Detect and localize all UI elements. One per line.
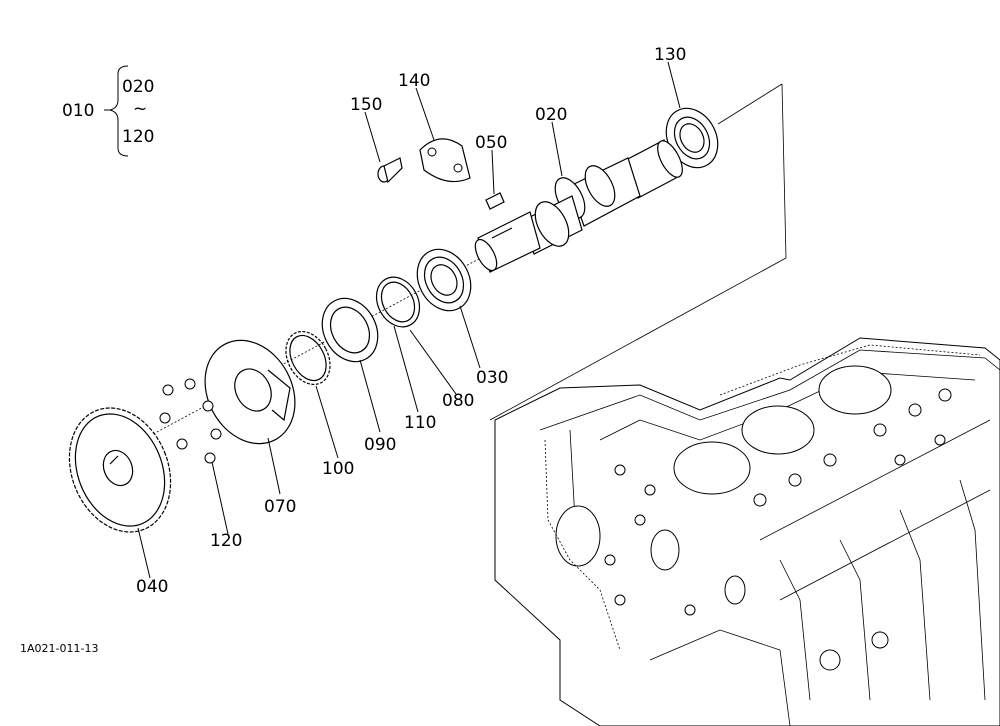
callout-080: 080 [442,391,474,411]
part-090-collar [321,297,379,363]
part-030-bearing [416,248,472,312]
callout-110: 110 [404,413,436,433]
label-range-start: 020 [122,77,154,97]
callout-070: 070 [264,497,296,517]
callout-090: 090 [364,435,396,455]
part-040-gear [68,407,172,533]
part-130-bearing [665,107,719,169]
part-140-thrust-plate [419,138,471,183]
callout-100: 100 [322,459,354,479]
figure-code: 1A021-011-13 [20,642,98,655]
callout-030: 030 [476,368,508,388]
callout-040: 040 [136,577,168,597]
callout-150: 150 [350,95,382,115]
label-assembly: 010 [62,101,94,121]
part-120-balls [159,378,222,464]
leader-lines [137,61,681,579]
part-050-key [485,192,505,210]
part-020-shaft [474,139,683,273]
callout-120: 120 [210,531,242,551]
part-070-spacer [204,339,296,445]
label-range-end: 120 [122,127,154,147]
callout-140: 140 [398,71,430,91]
callout-130: 130 [654,45,686,65]
part-080-snap-ring [375,276,421,328]
part-150-bolt [377,157,403,184]
part-100-ring [285,330,331,386]
engine-block [494,337,1000,726]
assembly-range-bracket: 010 020 ~ 120 [62,65,154,157]
callout-050: 050 [475,133,507,153]
callout-020: 020 [535,105,567,125]
label-range-sep: ~ [133,99,147,119]
